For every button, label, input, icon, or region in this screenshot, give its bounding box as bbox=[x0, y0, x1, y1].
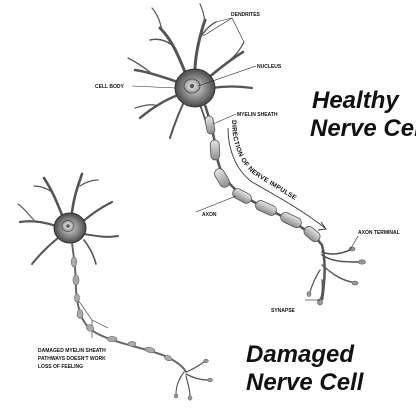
title-healthy-line1: Healthy bbox=[312, 87, 400, 114]
title-damaged-line1: Damaged bbox=[246, 341, 355, 368]
label-axon: AXON bbox=[202, 212, 217, 218]
damaged-myelin-sheath bbox=[71, 257, 172, 362]
label-damaged-loss: LOSS OF FEELING bbox=[38, 364, 83, 370]
label-cell-body: CELL BODY bbox=[95, 84, 124, 90]
damaged-axon-terminal bbox=[176, 362, 208, 396]
label-axon-terminal: AXON TERMINAL bbox=[358, 230, 400, 236]
healthy-axon-terminal bbox=[310, 250, 360, 300]
label-synapse: SYNAPSE bbox=[271, 308, 296, 314]
healthy-neuron bbox=[128, 4, 366, 305]
label-nucleus: NUCLEUS bbox=[257, 64, 282, 70]
title-damaged-line2: Nerve Cell bbox=[246, 369, 365, 396]
label-damaged-myelin: DAMAGED MYELIN SHEATH bbox=[38, 348, 106, 354]
label-damaged-pathways: PATHWAYS DOESN'T WORK bbox=[38, 356, 106, 362]
label-myelin-sheath: MYELIN SHEATH bbox=[237, 112, 278, 118]
label-dendrites: DENDRITES bbox=[231, 12, 261, 18]
title-healthy-line2: Nerve Cell bbox=[310, 115, 416, 142]
